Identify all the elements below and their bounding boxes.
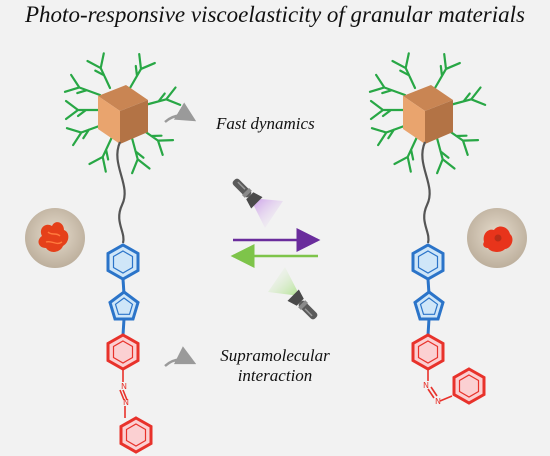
supramolecular-label: Supramolecular interaction bbox=[200, 346, 350, 386]
left-benzene-red-2 bbox=[119, 416, 153, 454]
fast-dynamics-label: Fast dynamics bbox=[216, 114, 315, 133]
left-benzene-red-1 bbox=[106, 333, 140, 371]
supramolecular-label-line2: interaction bbox=[237, 366, 313, 385]
left-sample-photo bbox=[25, 208, 85, 268]
right-pentagon-blue bbox=[413, 290, 445, 321]
right-benzene-blue bbox=[411, 243, 445, 281]
visible-flashlight-icon bbox=[268, 267, 322, 324]
supramolecular-label-line1: Supramolecular bbox=[220, 346, 330, 365]
right-sample-photo bbox=[467, 208, 527, 268]
left-linker bbox=[116, 141, 126, 244]
right-linker bbox=[421, 141, 431, 244]
left-azo-bond: N N bbox=[119, 369, 129, 418]
left-core bbox=[98, 85, 148, 144]
right-molecule: N N bbox=[368, 52, 487, 406]
left-molecule: N N bbox=[63, 52, 182, 454]
right-benzene-red-2 bbox=[452, 367, 486, 405]
svg-text:N: N bbox=[435, 397, 441, 406]
uv-flashlight-icon bbox=[228, 174, 283, 228]
svg-text:N: N bbox=[423, 381, 429, 390]
svg-text:N: N bbox=[123, 398, 129, 407]
curved-arrow-icon-top bbox=[164, 102, 197, 123]
curved-arrow-icon-bottom bbox=[164, 346, 197, 367]
right-benzene-red-1 bbox=[411, 333, 445, 371]
svg-text:N: N bbox=[121, 382, 127, 391]
right-azo-bond: N N bbox=[423, 369, 453, 406]
figure-title: Photo-responsive viscoelasticity of gran… bbox=[25, 2, 525, 27]
right-core bbox=[403, 85, 453, 144]
left-pentagon-blue bbox=[108, 290, 140, 321]
left-benzene-blue bbox=[106, 243, 140, 281]
